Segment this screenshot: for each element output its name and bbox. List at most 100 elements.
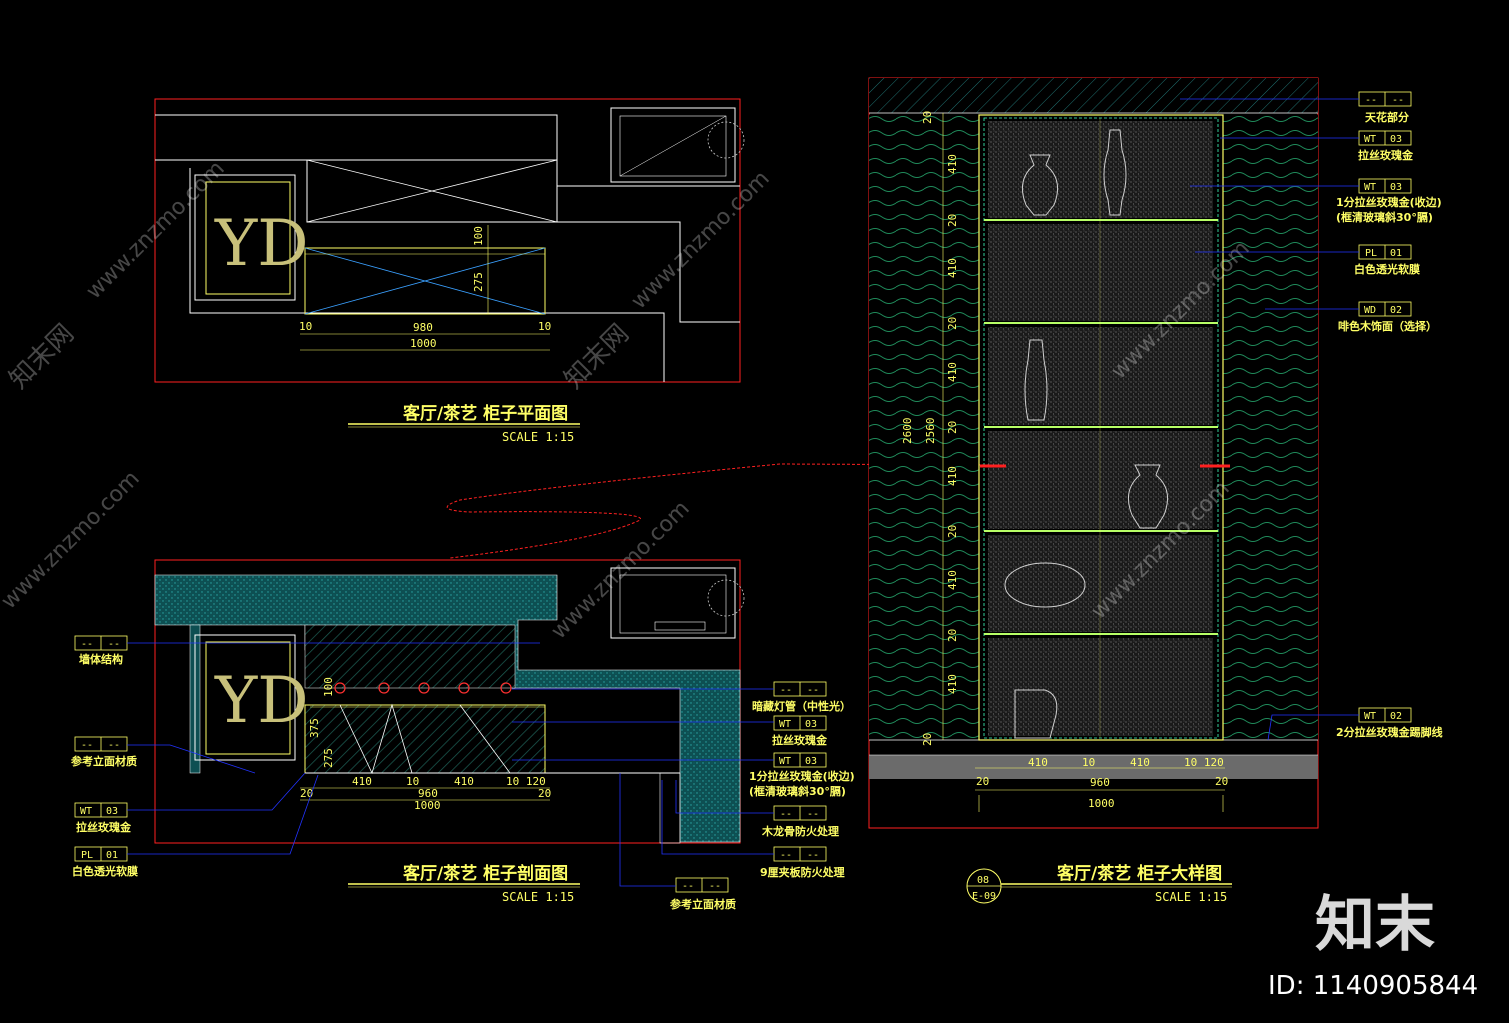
label-white-membrane: PL 01 白色透光软膜 [72,774,319,878]
section-left-labels: -- -- 墙体结构 -- -- 参考立面材质 WT 03 拉丝玫瑰金 [71,635,540,878]
svg-text:WT: WT [779,756,791,767]
label-rose-gold: WT 03 拉丝玫瑰金 [74,772,306,834]
svg-text:--: -- [807,850,819,861]
section-logo: YD [214,664,309,738]
vase-decor [1004,129,1169,739]
svg-text:--: -- [807,685,819,696]
svg-text:墙体结构: 墙体结构 [79,652,123,666]
plan-logo: YD [214,207,309,281]
wood-wall-left [869,115,979,740]
svg-text:1分拉丝玫瑰金(收边): 1分拉丝玫瑰金(收边) [749,769,855,783]
svg-text:PL: PL [81,850,93,861]
watermark-logo: 知末 [1315,890,1435,960]
svg-text:WT: WT [1364,134,1376,145]
svg-text:WT: WT [80,806,92,817]
elevation-labels: -- -- 天花部分 WT 03 拉丝玫瑰金 WT 03 1分拉丝玫瑰金(收边)… [1180,91,1443,741]
plan-plant [707,121,745,159]
elevation-total-2560: 2560 [924,418,937,445]
svg-text:WT: WT [779,719,791,730]
svg-text:参考立面材质: 参考立面材质 [71,754,137,768]
svg-text:410: 410 [1130,756,1150,769]
svg-text:410: 410 [946,258,959,278]
svg-text:20: 20 [946,317,959,330]
cabinet-shelves [984,118,1218,738]
watermark-id: ID: 1140905844 [1268,971,1478,1001]
label-elev-rose-gold: WT 03 拉丝玫瑰金 [1220,130,1414,162]
svg-text:拉丝玫瑰金: 拉丝玫瑰金 [76,820,132,834]
plan-scale: SCALE 1:15 [502,430,574,444]
svg-text:960: 960 [1090,776,1110,789]
wood-wall-right [1223,115,1318,740]
elevation-hdims: 20 410 10 410 10 120 20 960 1000 [975,756,1228,812]
svg-text:03: 03 [1390,134,1402,145]
plan-dim-100: 100 [472,226,485,246]
plan-title: 客厅/茶艺 柜子平面图 [402,403,568,424]
svg-text:--: -- [1392,95,1404,106]
elevation-total-2600: 2600 [901,418,914,445]
label-plywood: -- -- 9厘夹板防火处理 [661,780,845,879]
section-dim-10-120: 10 120 [506,775,546,788]
svg-text:知末网: 知末网 [559,319,635,395]
svg-text:9厘夹板防火处理: 9厘夹板防火处理 [760,865,845,879]
section-scale: SCALE 1:15 [502,890,574,904]
svg-text:--: -- [780,809,792,820]
label-ref-material: -- -- 参考立面材质 [71,736,256,774]
svg-text:www.znzmo.com: www.znzmo.com [627,166,775,314]
svg-text:--: -- [81,740,93,751]
svg-text:(框清玻璃斜30°膈): (框清玻璃斜30°膈) [749,784,846,798]
label-ceiling: -- -- 天花部分 [1180,91,1412,124]
svg-text:拉丝玫瑰金: 拉丝玫瑰金 [772,733,828,747]
svg-text:03: 03 [1390,182,1402,193]
svg-text:1000: 1000 [1088,797,1115,810]
svg-text:08: 08 [977,875,989,886]
svg-text:白色透光软膜: 白色透光软膜 [72,864,138,878]
svg-text:啡色木饰面（选择）: 啡色木饰面（选择） [1338,319,1437,333]
svg-text:E-09: E-09 [972,891,996,902]
svg-text:410: 410 [946,570,959,590]
svg-text:天花部分: 天花部分 [1365,110,1409,124]
section-dim-275: 275 [322,748,335,768]
svg-text:410: 410 [946,674,959,694]
label-elev-membrane: PL 01 白色透光软膜 [1195,244,1420,276]
svg-text:PL: PL [1365,248,1377,259]
plan-view: YD 100 275 10 980 10 1000 客厅/茶艺 柜子平面图 SC… [154,98,745,444]
svg-text:暗藏灯管（中性光）: 暗藏灯管（中性光） [752,699,851,713]
svg-text:WT: WT [1364,711,1376,722]
svg-text:--: -- [81,639,93,650]
elevation-scale: SCALE 1:15 [1155,890,1227,904]
svg-text:20: 20 [946,421,959,434]
section-dim-100: 100 [322,677,335,697]
plan-dim-275: 275 [472,272,485,292]
section-dim-10: 10 [406,775,419,788]
svg-text:20: 20 [946,214,959,227]
svg-text:02: 02 [1390,711,1402,722]
svg-text:--: -- [807,809,819,820]
svg-text:03: 03 [106,806,118,817]
svg-text:410: 410 [1028,756,1048,769]
svg-text:--: -- [709,881,721,892]
svg-text:10 120: 10 120 [1184,756,1224,769]
svg-text:--: -- [108,740,120,751]
svg-text:参考立面材质: 参考立面材质 [670,897,736,911]
label-right-ref-material: -- -- 参考立面材质 [619,773,736,911]
svg-text:--: -- [682,881,694,892]
section-right-labels: -- -- 暗藏灯管（中性光） WT 03 拉丝玫瑰金 WT 03 1分拉丝玫瑰… [512,681,855,911]
plan-wall-outline [155,114,740,187]
svg-text:--: -- [108,639,120,650]
svg-text:20: 20 [921,733,934,746]
svg-text:410: 410 [946,154,959,174]
plan-dim-10b: 10 [538,320,551,333]
label-wood-keel: -- -- 木龙骨防火处理 [675,780,839,838]
label-wall-structure: -- -- 墙体结构 [74,635,540,666]
svg-text:20: 20 [1215,775,1228,788]
section-dim-960: 960 [418,787,438,800]
svg-text:(框清玻璃斜30°膈): (框清玻璃斜30°膈) [1336,210,1433,224]
section-dim-20b: 20 [538,787,551,800]
svg-text:www.znzmo.com: www.znzmo.com [0,466,145,614]
plan-dim-10a: 10 [299,320,312,333]
plan-dim-980: 980 [413,321,433,334]
svg-text:--: -- [1365,95,1377,106]
svg-text:--: -- [780,685,792,696]
plan-frame [154,98,741,383]
svg-text:20: 20 [921,111,934,124]
